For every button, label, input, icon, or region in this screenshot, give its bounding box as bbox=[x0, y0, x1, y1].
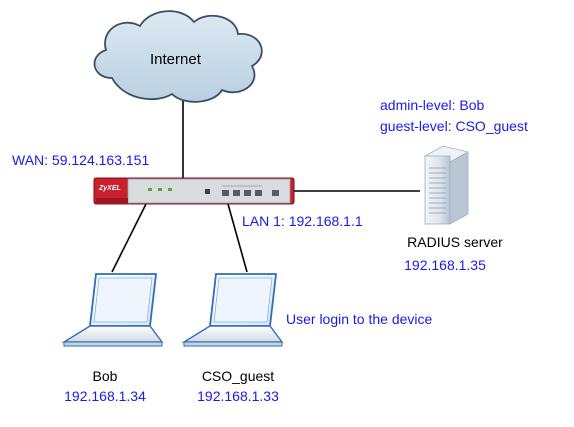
internet-cloud bbox=[93, 10, 263, 103]
radius-server-name-label: RADIUS server bbox=[407, 234, 503, 250]
connection-lines bbox=[111, 98, 420, 273]
zyxel-device: ZyXEL bbox=[93, 177, 295, 205]
link-device-cso bbox=[227, 203, 248, 273]
radius-admin-level-label: admin-level: Bob bbox=[380, 97, 485, 113]
client-cso-guest-ip-label: 192.168.1.33 bbox=[197, 388, 279, 404]
client-bob-name-label: Bob bbox=[92, 368, 118, 384]
client-cso-guest-name-label: CSO_guest bbox=[201, 368, 275, 384]
link-device-bob bbox=[111, 203, 147, 273]
internet-label: Internet bbox=[150, 51, 201, 68]
client-bob-ip-label: 192.168.1.34 bbox=[64, 388, 146, 404]
login-note-label: User login to the device bbox=[286, 311, 433, 327]
radius-guest-level-label: guest-level: CSO_guest bbox=[380, 118, 528, 134]
radius-server-ip-label: 192.168.1.35 bbox=[404, 257, 486, 273]
laptop-cso-guest-icon bbox=[181, 273, 284, 347]
device-ports bbox=[222, 190, 279, 196]
device-leds bbox=[148, 188, 210, 194]
laptop-bob-icon bbox=[61, 273, 164, 347]
wan-address-label: WAN: 59.124.163.151 bbox=[12, 152, 150, 168]
device-brand-text: ZyXEL bbox=[98, 185, 121, 192]
lan-address-label: LAN 1: 192.168.1.1 bbox=[242, 213, 363, 229]
radius-server-icon bbox=[423, 145, 470, 225]
